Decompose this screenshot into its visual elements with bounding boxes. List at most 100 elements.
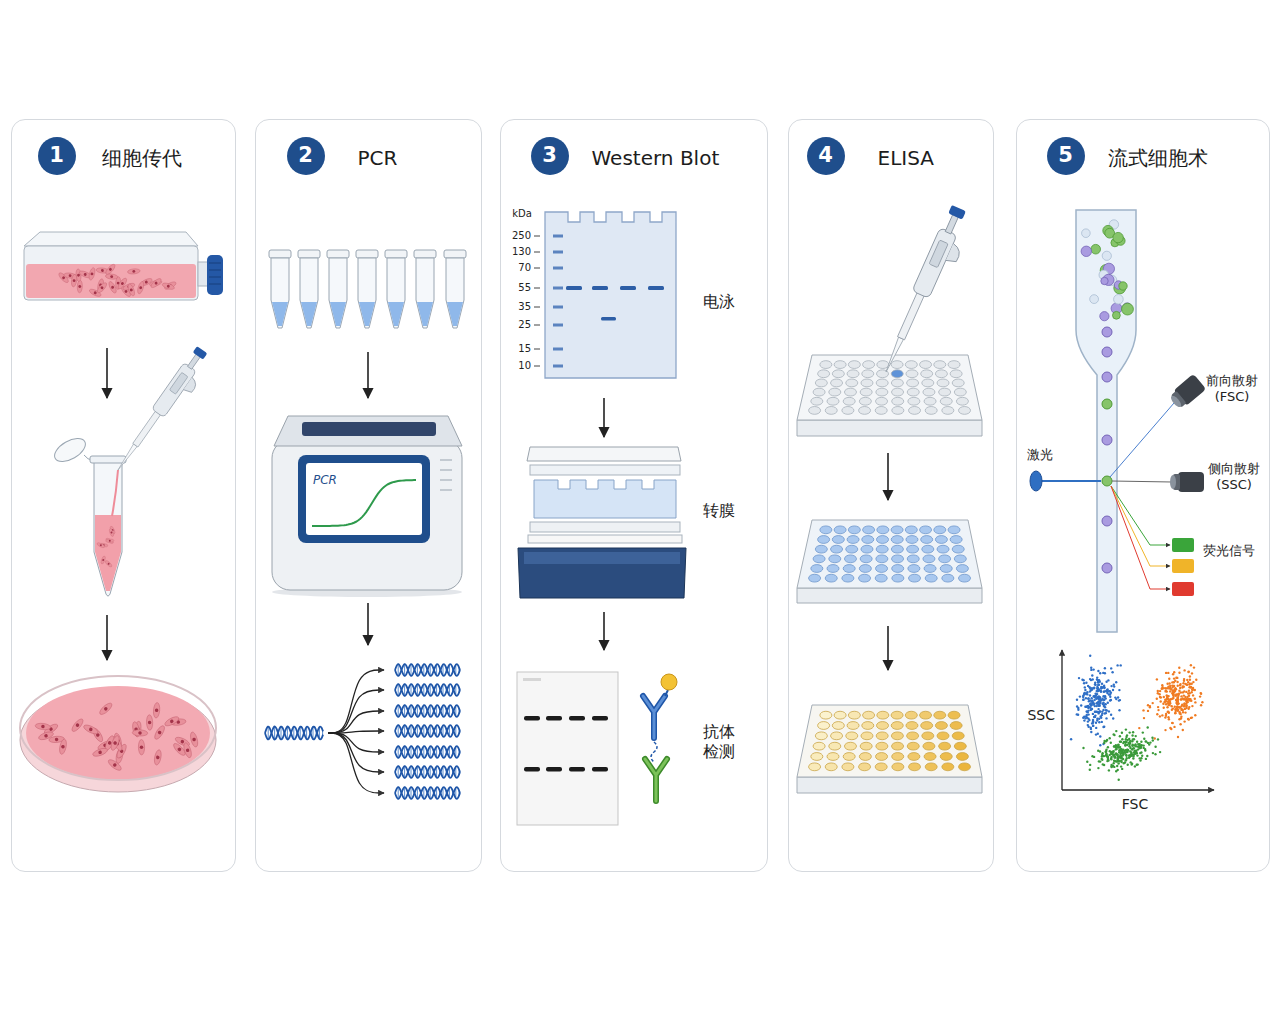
event-dot <box>1139 752 1141 754</box>
event-dot <box>1134 753 1136 755</box>
plate-front <box>797 777 982 793</box>
event-dot <box>1157 706 1159 708</box>
event-dot <box>1110 753 1112 755</box>
cell-nucleus <box>140 745 144 749</box>
blot-band <box>592 716 608 721</box>
event-dot <box>1181 705 1183 707</box>
event-dot <box>1087 705 1089 707</box>
well <box>934 361 946 369</box>
cell-nucleus <box>102 559 104 561</box>
event-dot <box>1112 717 1114 719</box>
dna-strand <box>395 746 460 758</box>
event-dot <box>1168 718 1170 720</box>
event-dot <box>1093 686 1095 688</box>
event-dot <box>1156 678 1158 680</box>
filter-paper <box>528 535 682 543</box>
cell-nucleus <box>88 727 93 732</box>
cell-nucleus <box>138 731 142 735</box>
event-dot <box>1182 711 1184 713</box>
well <box>907 732 919 740</box>
membrane-mark <box>523 678 541 681</box>
event-dot <box>1099 735 1101 737</box>
cell-nucleus <box>132 270 135 273</box>
cell <box>35 723 51 731</box>
pipette-body <box>912 228 957 299</box>
cell-nucleus <box>55 737 59 741</box>
cell-body <box>96 542 105 549</box>
well <box>909 763 921 771</box>
pipette-hook <box>183 377 199 394</box>
detector <box>1167 374 1206 411</box>
event-dot <box>1165 703 1167 705</box>
blot-band <box>569 716 585 721</box>
cell-body <box>98 701 114 716</box>
cell <box>107 758 123 772</box>
cell <box>153 702 160 718</box>
event-dot <box>1098 760 1100 762</box>
event-dot <box>1095 722 1097 724</box>
tube-body <box>94 462 122 596</box>
event-dot <box>1200 704 1202 706</box>
step-number: 1 <box>49 145 64 166</box>
ladder-band <box>553 251 563 254</box>
flow-channel <box>1076 210 1136 632</box>
well <box>847 722 859 730</box>
well <box>820 526 832 534</box>
marker-tick <box>534 268 540 269</box>
well <box>921 370 933 378</box>
flow-arrow-line <box>367 603 369 645</box>
cell-nucleus <box>101 269 104 272</box>
cell-particle <box>1102 563 1112 573</box>
event-dot <box>1183 686 1185 688</box>
event-dot <box>1092 668 1094 670</box>
well <box>909 407 921 415</box>
cell-nucleus <box>108 267 112 271</box>
well <box>906 536 918 544</box>
cell-nucleus <box>180 739 185 744</box>
event-dot <box>1103 687 1105 689</box>
tray-inner <box>524 552 680 564</box>
event-dot <box>1119 735 1121 737</box>
well <box>860 388 872 396</box>
centrifuge-tube <box>51 434 126 596</box>
culture-flask <box>24 232 223 300</box>
flow-cell <box>1076 210 1136 632</box>
event-dot <box>1107 756 1109 758</box>
cell-particle <box>1082 229 1091 238</box>
liquid-stream <box>112 470 118 516</box>
transfer-tray <box>518 548 686 598</box>
cell <box>98 701 114 716</box>
event-dot <box>1093 699 1095 701</box>
technique-panel: PCR2 <box>255 119 482 872</box>
flow-arrow-line <box>887 626 889 670</box>
event-dot <box>1147 704 1149 706</box>
cell-nucleus <box>98 750 103 755</box>
event-dot <box>1129 731 1131 733</box>
well <box>876 555 888 563</box>
cell-nucleus <box>166 284 170 288</box>
event-dot <box>1086 705 1088 707</box>
blot-band <box>546 716 562 721</box>
cell-nucleus <box>78 285 81 288</box>
event-dot <box>1143 717 1145 719</box>
event-dot <box>1164 729 1166 731</box>
event-dot <box>1087 718 1089 720</box>
event-dot <box>1091 687 1093 689</box>
event-dot <box>1126 744 1128 746</box>
event-dot <box>1085 693 1087 695</box>
well <box>820 711 832 719</box>
event-dot <box>1097 708 1099 710</box>
event-dot <box>1188 690 1190 692</box>
cell-particle <box>1102 372 1112 382</box>
well <box>920 711 932 719</box>
well <box>809 407 821 415</box>
well <box>876 545 888 553</box>
event-dot <box>1106 709 1108 711</box>
marker-label: 10 <box>518 360 531 373</box>
event-dot <box>1105 717 1107 719</box>
event-dot <box>1117 696 1119 698</box>
cell-particle <box>1091 244 1101 254</box>
event-dot <box>1082 696 1084 698</box>
well <box>848 361 860 369</box>
event-dot <box>1144 748 1146 750</box>
